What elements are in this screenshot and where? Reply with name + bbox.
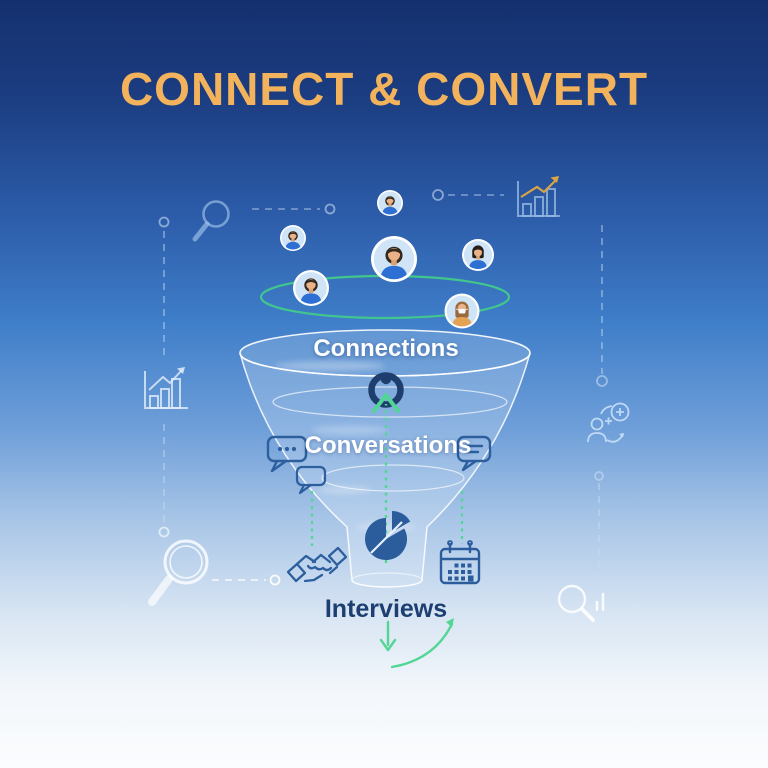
chat-lines-icon (456, 435, 492, 472)
calendar-icon (439, 540, 481, 585)
stage-label-connections: Connections (313, 335, 459, 362)
avatar-man-large-center (371, 236, 417, 282)
search-analytics-icon (557, 584, 605, 622)
avatar-man-small-left (280, 225, 306, 251)
handshake-icon (286, 546, 348, 583)
avatar-man-small-top (377, 190, 403, 216)
funnel-stem-bottom (351, 572, 423, 588)
dashed-guides (163, 194, 603, 599)
chat-dots-icon (266, 435, 308, 473)
avatar-man-medium-left (293, 270, 329, 306)
guide-endpoint-circles (158, 189, 608, 586)
stage-label-conversations: Conversations (304, 432, 472, 459)
growth-chart-gold-arrow-icon (517, 176, 560, 217)
funnel-rim-low (321, 464, 465, 492)
curved-up-arrow (390, 618, 454, 669)
down-arrow (379, 620, 397, 652)
search-large-icon (148, 539, 209, 606)
pie-chart-icon (365, 511, 411, 560)
chat-small-icon (295, 465, 327, 495)
bar-chart-arrow-icon: <161 y="389"/> (144, 367, 188, 409)
avatar-woman-mask-right (445, 294, 480, 329)
funnel (239, 329, 531, 588)
add-person-icon (587, 402, 630, 443)
stage-label-interviews: Interviews (324, 595, 448, 623)
funnel-rim-mid (272, 386, 508, 418)
page-title: CONNECT & CONVERT (119, 63, 649, 115)
search-icon (192, 200, 230, 242)
side-flow-lines (310, 491, 464, 546)
avatar-woman-bob-right (462, 239, 494, 271)
center-flow-arrow (372, 393, 400, 563)
